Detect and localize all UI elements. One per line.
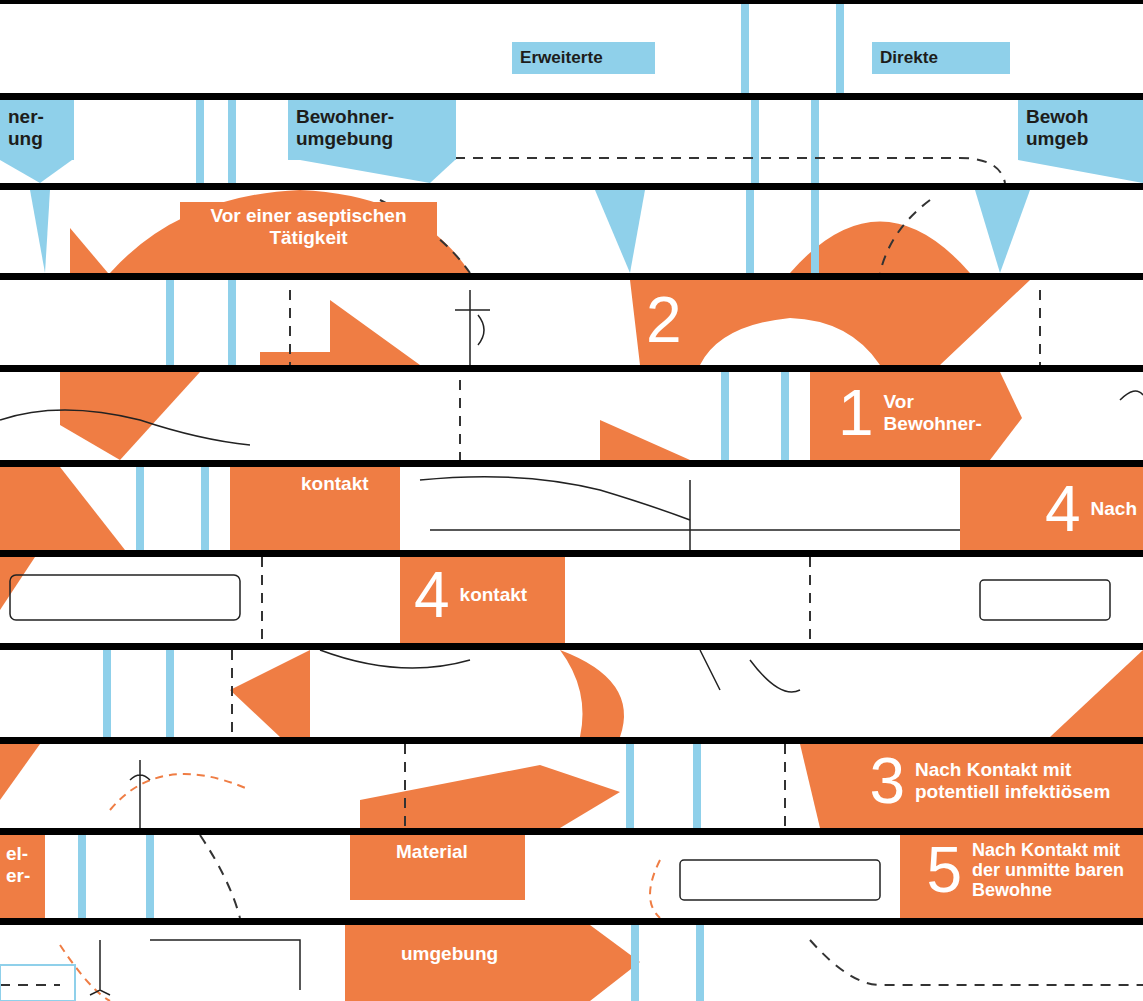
moment-text: Bewoh umgeb <box>1026 106 1088 150</box>
zone-box: Direkte <box>872 42 1010 74</box>
moment-text: Nach <box>1091 498 1137 520</box>
moment-arrow: Material <box>390 838 474 866</box>
moment-arrow: 5Nach Kontakt mit der unmitte baren Bewo… <box>920 837 1143 903</box>
zone-box: Bewohner- umgebung <box>288 100 456 160</box>
moment-arrow: el- er- <box>0 840 36 890</box>
moment-text: Vor einer aseptischen Tätigkeit <box>186 205 431 249</box>
callout-number: 4 <box>414 565 450 625</box>
moment-text: kontakt <box>460 584 528 606</box>
moment-text: Direkte <box>880 48 938 68</box>
callout-number: 1 <box>838 383 874 443</box>
callout-number: 2 <box>646 290 682 350</box>
moment-arrow: 1Vor Bewohner- <box>832 380 988 446</box>
moment-text: kontakt <box>301 473 369 495</box>
moment-arrow: 4 kontakt <box>408 562 533 628</box>
moment-text: umgebung <box>401 943 498 965</box>
moment-arrow: umgebung <box>395 940 504 968</box>
moment-text: Nach Kontakt mit potentiell infektiösem <box>915 759 1137 803</box>
zone-box: Bewoh umgeb <box>1018 100 1143 160</box>
moment-text: ner- ung <box>8 106 44 150</box>
moment-text: Erweiterte <box>520 48 603 68</box>
zone-box: Erweiterte <box>512 42 655 74</box>
moment-arrow: kontakt <box>295 470 375 498</box>
callout-number: 4 <box>1045 479 1081 539</box>
moment-text: el- er- <box>6 843 30 887</box>
moment-text: Vor Bewohner- <box>884 391 982 435</box>
moment-arrow: 3Nach Kontakt mit potentiell infektiösem <box>863 748 1143 814</box>
callout-number: 5 <box>926 840 962 900</box>
moment-arrow: Vor einer aseptischen Tätigkeit <box>180 202 437 252</box>
moment-text: Nach Kontakt mit der unmitte baren Bewoh… <box>972 840 1137 900</box>
zone-box: ner- ung <box>0 100 74 160</box>
callout-number: 3 <box>869 751 905 811</box>
moment-text: Material <box>396 841 468 863</box>
moment-text: Bewohner- umgebung <box>296 106 394 150</box>
moment-arrow: 4 Nach <box>1039 476 1143 542</box>
